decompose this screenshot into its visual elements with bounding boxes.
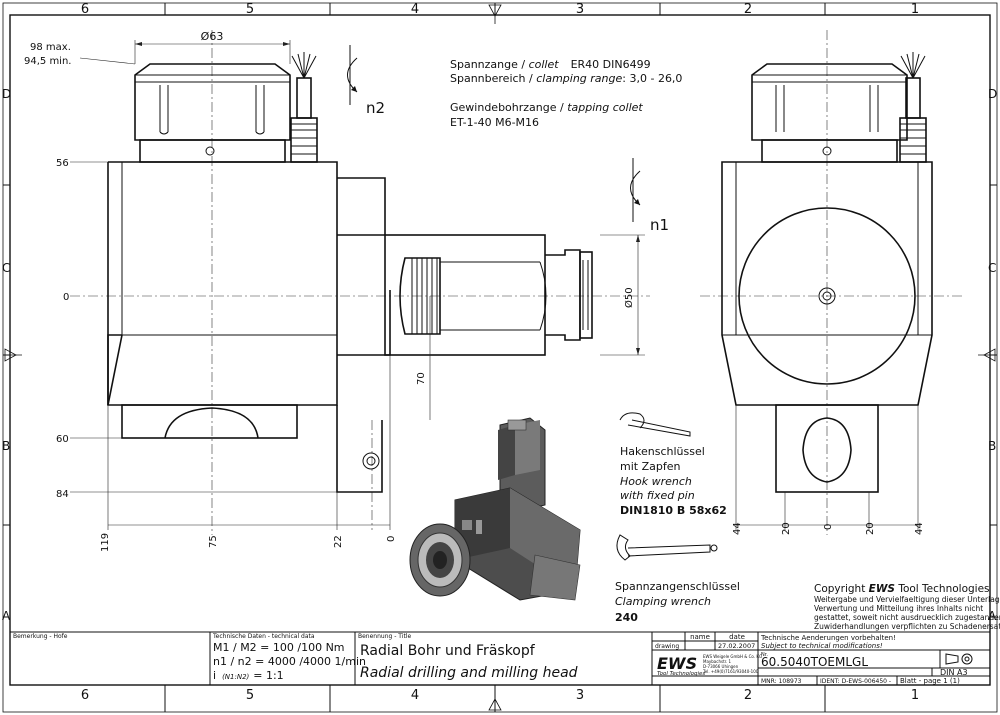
drawing-date: 27.02.2007 — [718, 642, 755, 650]
hook-wrench-de-line2: mit Zapfen — [620, 460, 680, 473]
dimension-label: Ø63 — [201, 30, 224, 43]
torque-value: M1 / M2 = 100 /100 Nm — [213, 641, 345, 654]
frame-row-label: A — [988, 609, 997, 623]
dimension-label: 22 — [333, 535, 344, 548]
clamping-wrench-icon — [616, 534, 718, 561]
speed-value: n1 / n2 = 4000 /4000 1/min — [213, 655, 366, 668]
dimension-label: 75 — [208, 535, 219, 548]
copyright-line: Weitergabe und Vervielfaeltigung dieser … — [814, 595, 1000, 604]
dimension-label: 70 — [416, 372, 427, 385]
frame-col-label: 6 — [81, 688, 89, 703]
frame-row-label: B — [988, 439, 996, 453]
sheet-number: Blatt - page 1 (1) — [900, 677, 960, 685]
nr-label: Nr. — [761, 652, 768, 658]
frame-row-label: C — [2, 261, 10, 275]
dimension-label: 84 — [56, 489, 69, 500]
frame-col-label: 4 — [411, 2, 419, 17]
tapping-collet-spec: ET-1-40 M6-M16 — [450, 116, 539, 129]
front-view — [700, 30, 965, 535]
company-address: D-73066 Uhingen — [703, 664, 739, 669]
hook-wrench-de-line1: Hakenschlüssel — [620, 445, 705, 458]
hook-wrench-spec: DIN1810 B 58x62 — [620, 504, 727, 517]
ews-logo-sub: Tool Technologies — [657, 671, 705, 677]
dimension-label: 0 — [823, 524, 834, 530]
hook-wrench-icon — [619, 412, 691, 437]
copyright-line: Verwertung und Mitteilung ihres Inhalts … — [814, 604, 983, 613]
copyright-title: Copyright EWS Tool Technologies — [814, 583, 990, 595]
dimension-label: 20 — [781, 522, 792, 535]
dimension-label: 0 — [63, 292, 69, 303]
dimension-label: 56 — [56, 158, 69, 169]
title-block — [10, 631, 990, 685]
copyright-line: Zuwiderhandlungen verpflichten zu Schade… — [814, 622, 1000, 631]
drawing-row-label: drawing — [655, 643, 679, 650]
clamping-wrench-de: Spannzangenschlüssel — [615, 580, 740, 593]
dimension-label: 0 — [386, 536, 397, 542]
modification-de: Technische Aenderungen vorbehalten! — [760, 634, 896, 642]
frame-col-label: 1 — [911, 688, 919, 703]
frame-col-label: 5 — [246, 688, 254, 703]
title-de: Radial Bohr und Fräskopf — [360, 643, 536, 659]
ratio-value: i(N1:N2)= 1:1 — [213, 669, 284, 682]
title-en: Radial drilling and milling head — [360, 665, 578, 681]
paper-format: DIN A3 — [940, 668, 968, 677]
company-address: EWS Weigele GmbH & Co. KG — [703, 654, 762, 659]
part-number: 60.5040TOEMLGL — [761, 655, 868, 669]
tech-data-label: Technische Daten - technical data — [212, 633, 315, 640]
frame-col-label: 6 — [81, 2, 89, 17]
dimension-label: 94,5 min. — [24, 56, 71, 67]
frame-col-label: 2 — [744, 688, 752, 703]
dimension-label: 44 — [914, 522, 925, 535]
rotation-symbol-n2: n2 — [347, 45, 385, 117]
mnr-number: MNR: 108973 — [761, 678, 802, 685]
frame-col-label: 2 — [744, 2, 752, 17]
ident-number: IDENT: D-EWS-006450 - — [820, 678, 891, 685]
dimension-label: 98 max. — [30, 42, 71, 53]
company-address: Maybachstr. 1 — [703, 659, 731, 664]
copyright-line: gestattet, soweit nicht ausdruecklich zu… — [814, 613, 1000, 622]
dimension-label: 119 — [100, 533, 111, 552]
dimension-label: 20 — [865, 522, 876, 535]
clamping-range-note: Spannbereich / clamping range: 3,0 - 26,… — [450, 72, 682, 85]
rotation-n1-label: n1 — [650, 216, 669, 234]
isometric-render — [409, 417, 581, 601]
tapping-collet-note: Gewindebohrzange / tapping collet — [450, 101, 643, 114]
frame-row-label: B — [2, 439, 10, 453]
frame-col-label: 3 — [576, 2, 584, 17]
dimension-label: 44 — [732, 522, 743, 535]
clamping-wrench-en: Clamping wrench — [615, 595, 711, 608]
frame-col-label: 3 — [576, 688, 584, 703]
frame-row-label: A — [2, 609, 11, 623]
clamping-wrench-spec: 240 — [615, 611, 638, 624]
frame-row-label: D — [988, 87, 997, 101]
dimension-label: 60 — [56, 434, 69, 445]
frame-col-label: 5 — [246, 2, 254, 17]
frame-col-label: 4 — [411, 688, 419, 703]
rotation-symbol-n1: n1 — [630, 158, 669, 234]
ews-logo: EWS — [657, 654, 697, 673]
frame-row-label: C — [988, 261, 996, 275]
frame-row-label: D — [2, 87, 11, 101]
name-label: Benennung - Title — [358, 633, 411, 640]
dimension-label: Ø50 — [623, 287, 635, 308]
rotation-n2-label: n2 — [366, 99, 385, 117]
company-address: Tel. +49(0)7161/93040-100 — [702, 669, 759, 674]
frame-col-label: 1 — [911, 2, 919, 17]
col-date-label: date — [729, 633, 745, 641]
hook-wrench-en-line2: with fixed pin — [620, 489, 695, 502]
side-view — [70, 30, 650, 535]
modification-en: Subject to technical modifications! — [761, 642, 883, 650]
remarks-label: Bemerkung - Hofe — [13, 633, 68, 640]
hook-wrench-en-line1: Hook wrench — [620, 475, 692, 488]
col-name-label: name — [690, 633, 710, 641]
